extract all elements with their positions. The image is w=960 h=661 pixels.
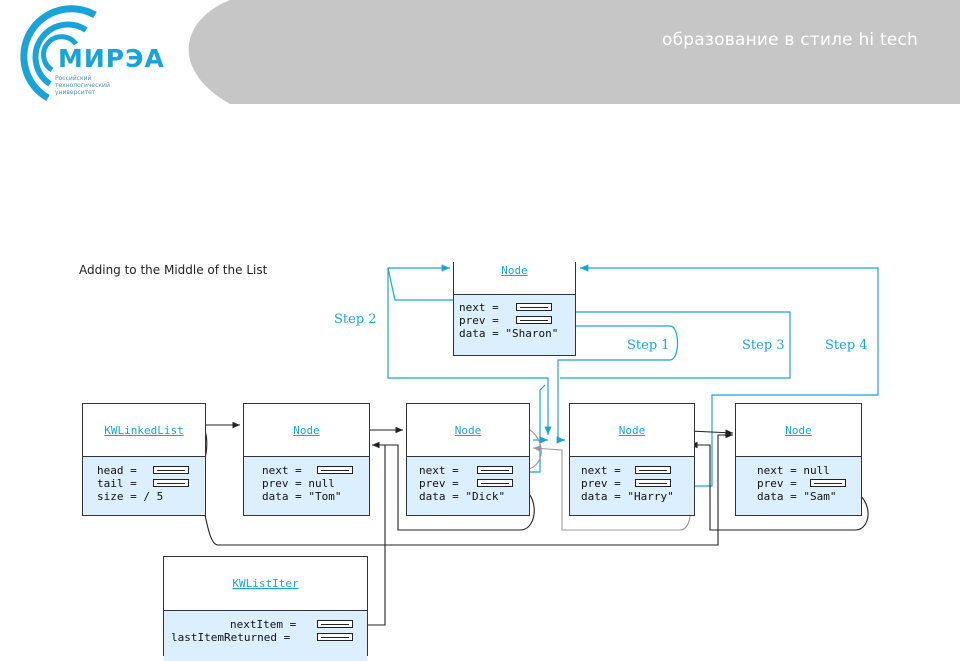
node-sam: Node next = null prev = data = "Sam": [735, 403, 862, 516]
kwlinkedlist-title: KWLinkedList: [104, 424, 184, 437]
pointer-box: [477, 479, 513, 487]
node-sharon-fields: next = prev = data = "Sharon": [454, 294, 575, 355]
field-prev: prev =: [419, 477, 459, 490]
field-tail: tail =: [97, 477, 137, 490]
kwlinkedlist-fields: head = tail = size = ∕ 5: [83, 456, 205, 515]
field-prev: prev =: [757, 477, 797, 490]
node-harry-fields: next = prev = data = "Harry": [570, 456, 694, 515]
field-size: size = ∕ 5: [97, 490, 164, 503]
field-next: next = null: [757, 464, 830, 477]
pointer-box: [635, 479, 671, 487]
field-data: data = "Harry": [581, 490, 674, 503]
field-prev: prev = null: [262, 477, 335, 490]
pointer-box: [810, 479, 846, 487]
step4-label: Step 4: [825, 338, 868, 353]
step1-arrow: [553, 311, 791, 379]
kwlinkedlist-box: KWLinkedList head = tail = size = ∕ 5: [82, 403, 206, 516]
header-banner: МИРЭА Российский технологический универс…: [0, 0, 960, 104]
field-data: data = "Sharon": [459, 327, 559, 340]
step2-label: Step 2: [334, 312, 377, 327]
node-harry-title: Node: [618, 424, 646, 437]
node-sam-fields: next = null prev = data = "Sam": [736, 456, 861, 515]
field-data: data = "Tom": [262, 490, 342, 503]
field-nextitem: nextItem =: [230, 618, 297, 631]
pointer-box: [317, 620, 353, 628]
field-next: next =: [581, 464, 621, 477]
node-harry: Node next = prev = data = "Harry": [569, 403, 695, 516]
step3-label: Step 3: [742, 338, 785, 353]
node-dick-fields: next = prev = data = "Dick": [407, 456, 529, 515]
field-next: next =: [262, 464, 302, 477]
field-next: next =: [419, 464, 459, 477]
header-slogan: образование в стиле hi tech: [662, 30, 918, 50]
diagram-caption: Adding to the Middle of the List: [79, 263, 268, 277]
pointer-box: [635, 466, 671, 474]
logo-subtitle: Российский технологический университет: [55, 75, 110, 96]
field-data: data = "Dick": [419, 490, 506, 503]
pointer-box: [516, 303, 552, 311]
node-dick: Node next = prev = data = "Dick": [406, 403, 530, 516]
node-tom: Node next = prev = null data = "Tom": [243, 403, 370, 516]
pointer-box: [516, 316, 552, 324]
field-prev: prev =: [459, 314, 499, 327]
step4-arrow: [580, 264, 879, 487]
pointer-box: [153, 466, 189, 474]
field-head: head =: [97, 464, 137, 477]
pointer-box: [153, 479, 189, 487]
pointer-box: [317, 633, 353, 641]
field-data: data = "Sam": [757, 490, 837, 503]
node-tom-title: Node: [293, 424, 320, 437]
node-sharon-title: Node: [501, 264, 528, 277]
pointer-box: [477, 466, 513, 474]
pointer-box: [317, 466, 353, 474]
step1-label: Step 1: [627, 338, 670, 353]
node-sam-title: Node: [785, 424, 812, 437]
logo-arcs-icon: [20, 5, 97, 102]
kwlistiter-box: KWListIter nextItem = lastItemReturned =: [163, 556, 368, 661]
field-prev: prev =: [581, 477, 621, 490]
kwlistiter-fields: nextItem = lastItemReturned =: [164, 610, 367, 661]
kwlistiter-title: KWListIter: [232, 577, 299, 590]
node-sharon: Node next = prev = data = "Sharon": [453, 262, 576, 356]
field-next: next =: [459, 301, 499, 314]
node-dick-title: Node: [454, 424, 482, 437]
node-tom-fields: next = prev = null data = "Tom": [244, 456, 369, 515]
logo-text: МИРЭА: [58, 44, 165, 73]
field-lastitemreturned: lastItemReturned =: [171, 631, 291, 644]
